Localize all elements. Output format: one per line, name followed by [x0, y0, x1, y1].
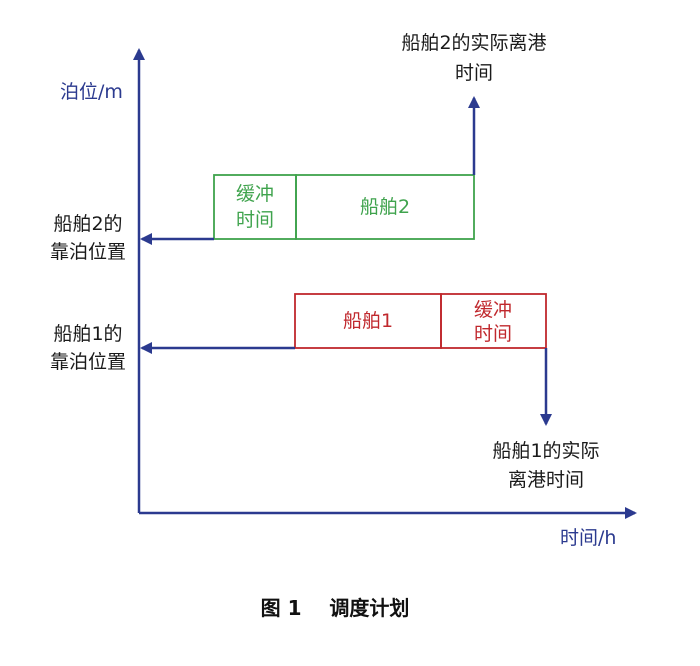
ship2-position-label-line1: 船舶2的 — [53, 213, 122, 235]
ship1-buffer-label-line2: 时间 — [474, 323, 512, 345]
ship1-position-label-line1: 船舶1的 — [53, 323, 122, 345]
ship2-name: 船舶2 — [360, 196, 410, 218]
ship1-departure-label-line2: 离港时间 — [508, 469, 584, 491]
y-axis-label: 泊位/m — [60, 81, 123, 103]
x-axis-label: 时间/h — [560, 527, 616, 549]
ship1-departure-label-line1: 船舶1的实际 — [492, 440, 599, 462]
ship2-buffer-label-line1: 缓冲 — [236, 183, 274, 205]
ship1-name: 船舶1 — [343, 310, 393, 332]
ship1-buffer-box — [440, 293, 547, 349]
ship1-buffer-label-line1: 缓冲 — [474, 299, 512, 321]
ship1-position-label-line2: 靠泊位置 — [50, 351, 126, 373]
ship2-departure-label-line1: 船舶2的实际离港 — [401, 32, 546, 54]
ship2-buffer-label-line2: 时间 — [236, 209, 274, 231]
ship2-position-label-line2: 靠泊位置 — [50, 241, 126, 263]
ship2-box — [295, 174, 475, 240]
ship2-departure-label-line2: 时间 — [455, 62, 493, 84]
figure-caption: 图 1 调度计划 — [261, 596, 410, 620]
